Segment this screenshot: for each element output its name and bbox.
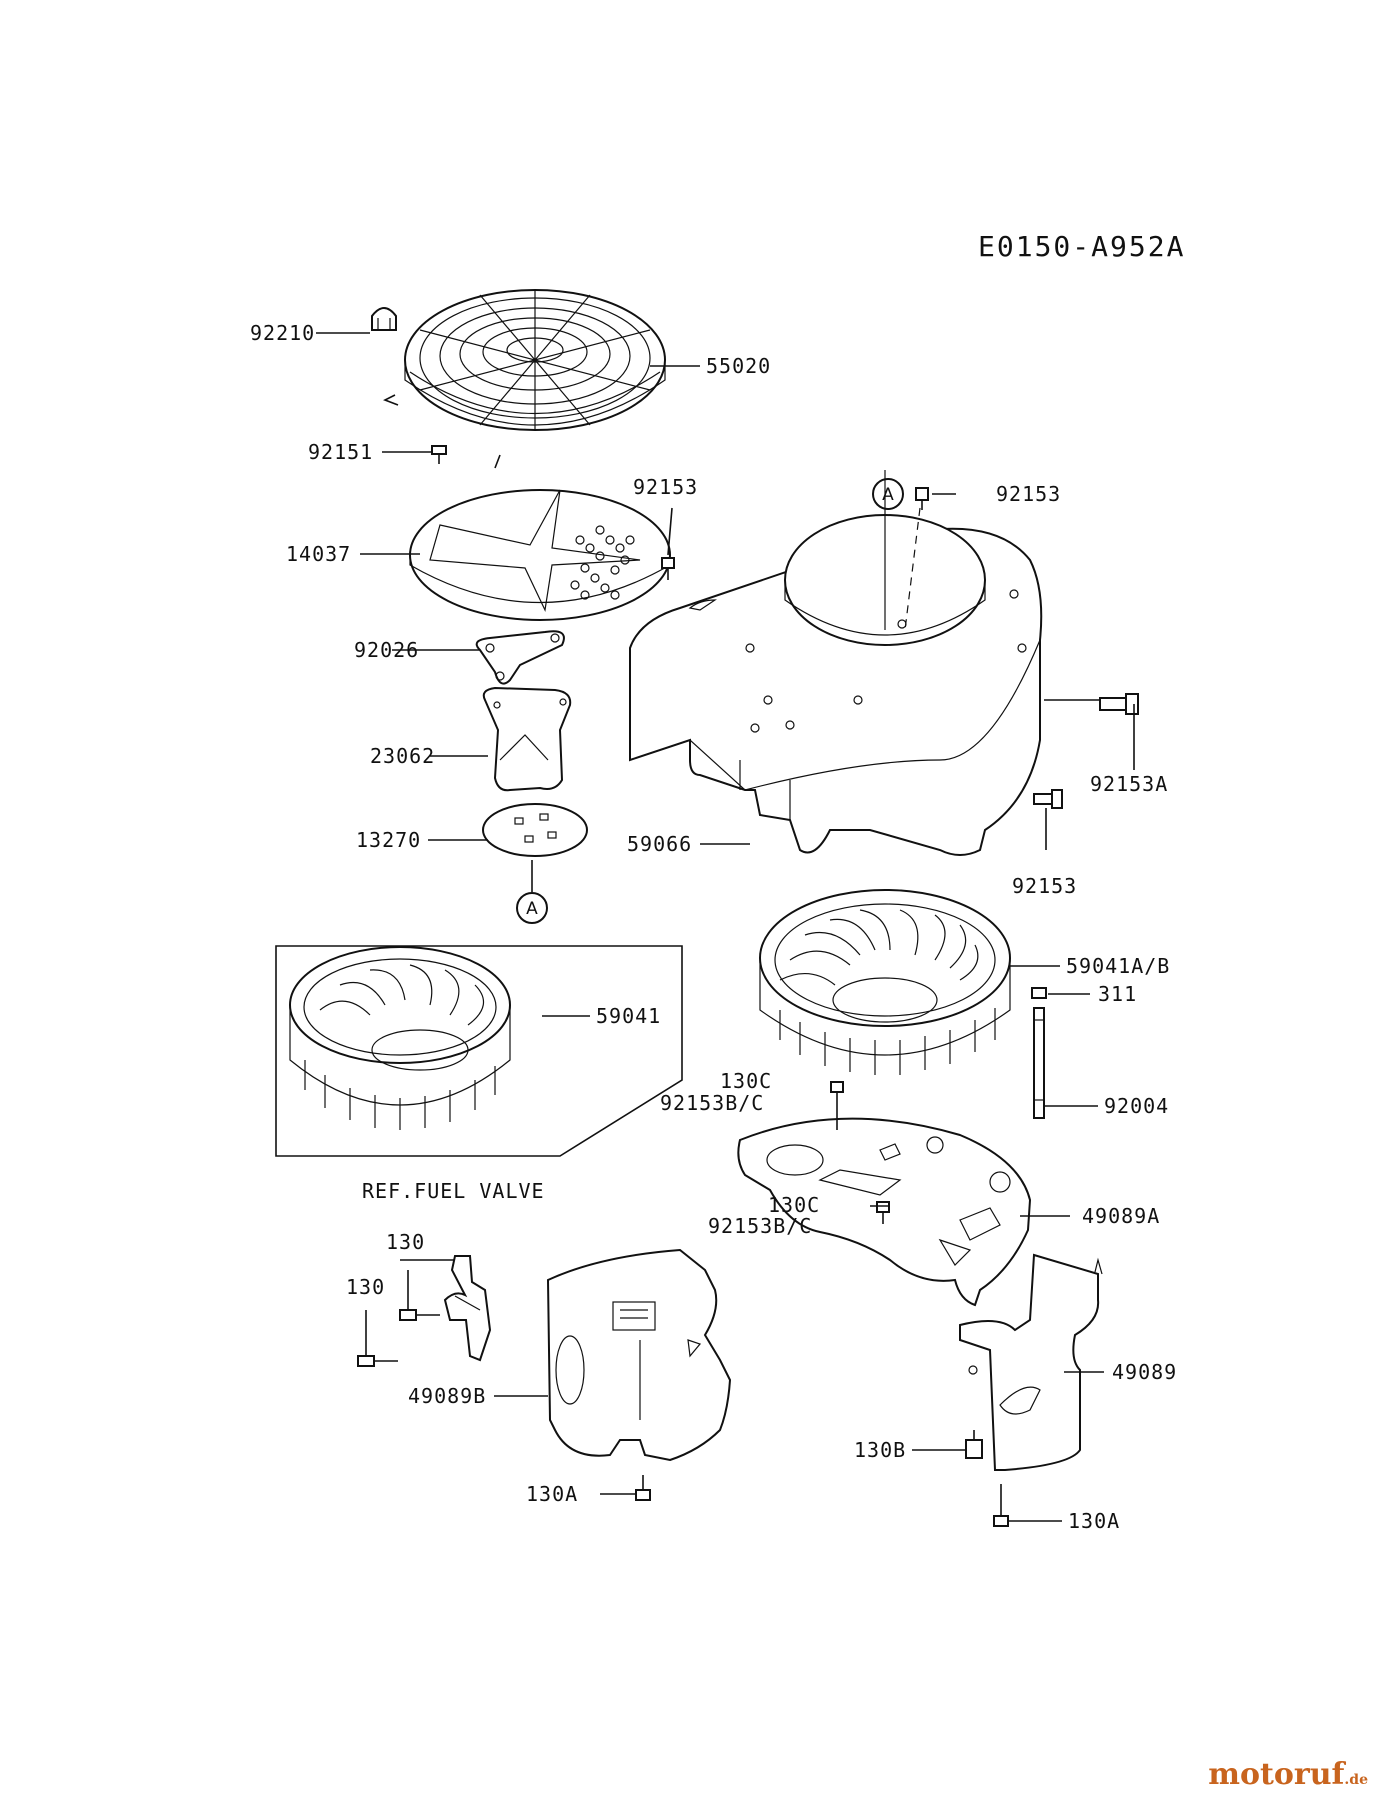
blower-housing-59066 <box>629 470 1043 856</box>
label-130-2: 130 <box>346 1275 385 1299</box>
leader-lines <box>316 332 1135 1522</box>
label-92151: 92151 <box>308 440 373 464</box>
label-92004: 92004 <box>1104 1094 1169 1118</box>
label-59066: 59066 <box>627 832 692 856</box>
label-13270: 13270 <box>356 828 421 852</box>
label-14037: 14037 <box>286 542 351 566</box>
screw-92153bc-2 <box>876 1201 890 1224</box>
label-130a-1: 130A <box>526 1482 578 1506</box>
label-130c-1: 130C <box>720 1069 772 1093</box>
label-92153-right: 92153 <box>996 482 1061 506</box>
label-92153bc-2: 92153B/C <box>708 1214 812 1238</box>
label-130a-2: 130A <box>1068 1509 1120 1533</box>
marker-a-upper: A <box>872 478 904 510</box>
label-49089a: 49089A <box>1082 1204 1160 1228</box>
plate-92026 <box>475 630 565 685</box>
fan-guard-55020 <box>383 289 666 469</box>
svg-text:A: A <box>526 899 538 919</box>
screw-92153bc-1 <box>830 1081 844 1104</box>
screw-92151 <box>431 445 447 464</box>
label-55020: 55020 <box>706 354 771 378</box>
label-92210: 92210 <box>250 321 315 345</box>
screw-92153-right <box>915 487 929 510</box>
label-130b: 130B <box>854 1438 906 1462</box>
screen-14037 <box>409 489 671 621</box>
bolt-92153a <box>1099 693 1139 715</box>
bolt-130a-right <box>993 1484 1009 1527</box>
ref-fuel-valve-note: REF.FUEL VALVE <box>362 1179 545 1203</box>
plate-13270 <box>482 803 588 857</box>
bolt-130a-left <box>635 1475 651 1501</box>
label-130c-2: 130C <box>768 1193 820 1217</box>
screw-92153-low <box>1033 789 1063 809</box>
shroud-49089b <box>546 1248 732 1462</box>
shroud-49089 <box>959 1253 1103 1471</box>
label-23062: 23062 <box>370 744 435 768</box>
label-92026: 92026 <box>354 638 419 662</box>
nut-311 <box>1031 987 1047 999</box>
screw-92153-top <box>661 557 675 580</box>
fan-59041-box <box>275 945 683 1157</box>
label-49089: 49089 <box>1112 1360 1177 1384</box>
bolt-130-upper <box>399 1309 440 1321</box>
marker-a-lower: A <box>516 892 548 924</box>
cap-nut-92210 <box>371 307 397 331</box>
label-49089b: 49089B <box>408 1384 486 1408</box>
label-92153-top: 92153 <box>633 475 698 499</box>
nut-130b <box>965 1430 983 1459</box>
diagram-code: E0150-A952A <box>978 230 1185 263</box>
stud-92004 <box>1033 1007 1045 1119</box>
label-130-1: 130 <box>386 1230 425 1254</box>
label-59041: 59041 <box>596 1004 661 1028</box>
label-92153bc-1: 92153B/C <box>660 1091 764 1115</box>
label-92153-low: 92153 <box>1012 874 1077 898</box>
label-311: 311 <box>1098 982 1137 1006</box>
watermark-logo: motoruf.de <box>1208 1757 1368 1792</box>
fan-59041ab <box>759 889 1011 1075</box>
label-59041ab: 59041A/B <box>1066 954 1170 978</box>
svg-text:A: A <box>882 485 894 505</box>
fuel-valve-bracket <box>443 1255 492 1362</box>
label-92153a: 92153A <box>1090 772 1168 796</box>
bolt-130-lower <box>357 1355 398 1367</box>
bracket-23062 <box>482 686 572 792</box>
